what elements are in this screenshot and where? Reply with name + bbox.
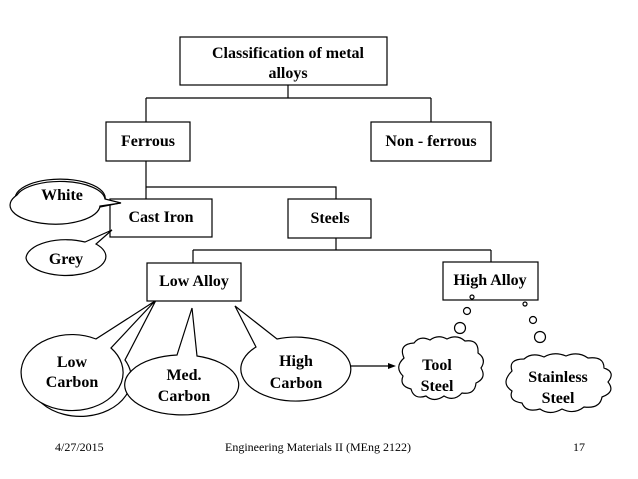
label-non-ferrous: Non - ferrous — [385, 133, 476, 150]
callout-white: White — [9, 178, 122, 225]
callout-grey: Grey — [25, 229, 113, 277]
label-low-alloy: Low Alloy — [159, 273, 229, 290]
node-ferrous: Ferrous — [105, 121, 191, 162]
label-low-carbon-line1: Low — [57, 354, 88, 371]
label-med-carbon-line1: Med. — [166, 367, 201, 384]
label-tool-steel-line2: Steel — [421, 378, 454, 395]
label-tool-steel-line1: Tool — [422, 357, 452, 374]
connector-root — [145, 85, 432, 122]
label-grey: Grey — [49, 251, 83, 268]
node-low-alloy: Low Alloy — [146, 262, 242, 302]
label-high-alloy: High Alloy — [453, 272, 526, 289]
node-steels: Steels — [287, 198, 372, 239]
connector-ferrous — [145, 161, 337, 199]
label-stainless-steel-line1: Stainless — [528, 369, 588, 386]
label-steels: Steels — [310, 210, 349, 227]
connectors — [145, 85, 492, 369]
node-cast-iron: Cast Iron — [109, 198, 213, 238]
root-node: Classification of metal alloys — [179, 36, 388, 86]
callout-high-carbon: High Carbon — [234, 305, 352, 402]
label-med-carbon-line2: Carbon — [158, 388, 211, 405]
label-low-carbon-line2: Carbon — [46, 374, 99, 391]
arrow-head — [388, 363, 396, 369]
thought-bubbles-stainless — [522, 301, 547, 344]
cloud-stainless-steel: Stainless Steel — [505, 353, 612, 414]
label-stainless-steel-line2: Steel — [542, 390, 575, 407]
label-white: White — [41, 187, 83, 204]
footer-page-number: 17 — [573, 440, 585, 454]
node-high-alloy: High Alloy — [442, 261, 539, 301]
label-cast-iron: Cast Iron — [128, 209, 193, 226]
root-title-line2: alloys — [268, 65, 307, 82]
slide-footer: 4/27/2015 Engineering Materials II (MEng… — [55, 440, 585, 454]
thought-bubbles-tool — [453, 294, 475, 335]
node-non-ferrous: Non - ferrous — [370, 121, 492, 162]
connector-steels — [192, 238, 492, 263]
footer-date: 4/27/2015 — [55, 440, 104, 454]
cloud-tool-steel: Tool Steel — [398, 336, 484, 401]
footer-course: Engineering Materials II (MEng 2122) — [225, 440, 411, 454]
root-title-line1: Classification of metal — [212, 45, 365, 62]
callout-med-carbon: Med. Carbon — [124, 307, 240, 416]
callout-low-carbon: Low Carbon — [20, 300, 157, 417]
label-ferrous: Ferrous — [121, 133, 175, 150]
label-high-carbon-line2: Carbon — [270, 375, 323, 392]
label-high-carbon-line1: High — [279, 353, 313, 370]
